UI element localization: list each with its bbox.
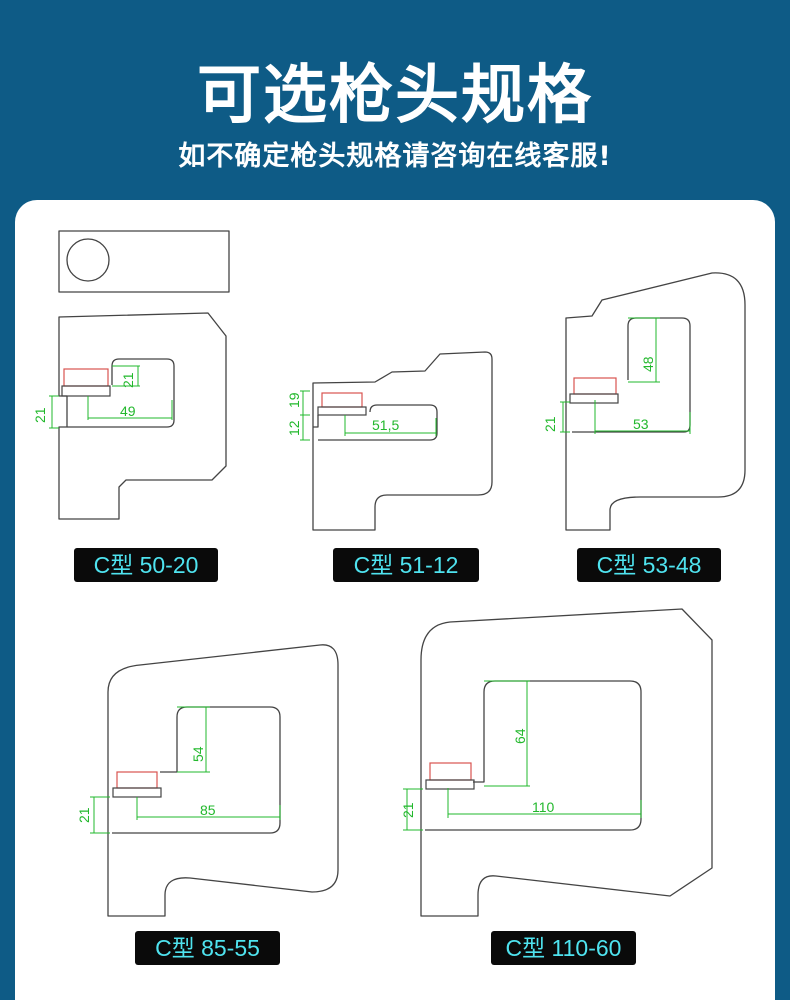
tip-85-55 [116, 771, 158, 789]
dim-85-55-c: 85 [200, 802, 216, 818]
model-label-51-12: C型 51-12 [333, 548, 479, 582]
c-type-50-20-drawing [58, 312, 227, 520]
c-type-85-55-drawing [107, 644, 339, 917]
model-label-85-55: C型 85-55 [135, 931, 280, 965]
dim-51-12-c: 51,5 [372, 417, 399, 433]
header: 可选枪头规格 如不确定枪头规格请咨询在线客服! [0, 0, 790, 200]
dim-50-20-a: 21 [32, 407, 48, 423]
spec-panel [15, 200, 775, 1000]
c-type-53-48-drawing [565, 272, 746, 531]
dim-53-48-a: 48 [640, 356, 656, 372]
dim-50-20-c: 49 [120, 403, 136, 419]
tip-base-110-60 [425, 779, 475, 790]
top-plate-drawing [58, 230, 230, 293]
model-label-50-20: C型 50-20 [74, 548, 218, 582]
page-subtitle: 如不确定枪头规格请咨询在线客服! [178, 141, 612, 172]
dim-85-55-b: 21 [76, 807, 92, 823]
model-label-110-60: C型 110-60 [491, 931, 636, 965]
tip-110-60 [429, 762, 472, 781]
model-label-53-48: C型 53-48 [577, 548, 721, 582]
tip-50-20 [63, 368, 109, 387]
tip-base-51-12 [317, 406, 367, 416]
dim-110-60-a: 64 [512, 728, 528, 744]
dim-110-60-c: 110 [532, 799, 555, 815]
c-type-110-60-drawing [420, 608, 713, 917]
page-title: 可选枪头规格 [197, 59, 593, 133]
tip-base-85-55 [112, 787, 162, 798]
dim-85-55-a: 54 [190, 746, 206, 762]
tip-51-12 [321, 392, 363, 408]
dim-53-48-b: 21 [542, 416, 558, 432]
dim-50-20-b: 21 [120, 372, 136, 388]
tip-53-48 [573, 377, 617, 395]
c-type-51-12-drawing [312, 351, 493, 531]
dim-53-48-c: 53 [633, 416, 649, 432]
tip-base-53-48 [569, 393, 619, 404]
tip-base-50-20 [61, 385, 111, 397]
dim-51-12-a: 19 [286, 392, 302, 408]
dim-110-60-b: 21 [400, 802, 416, 818]
dim-51-12-b: 12 [286, 420, 302, 436]
